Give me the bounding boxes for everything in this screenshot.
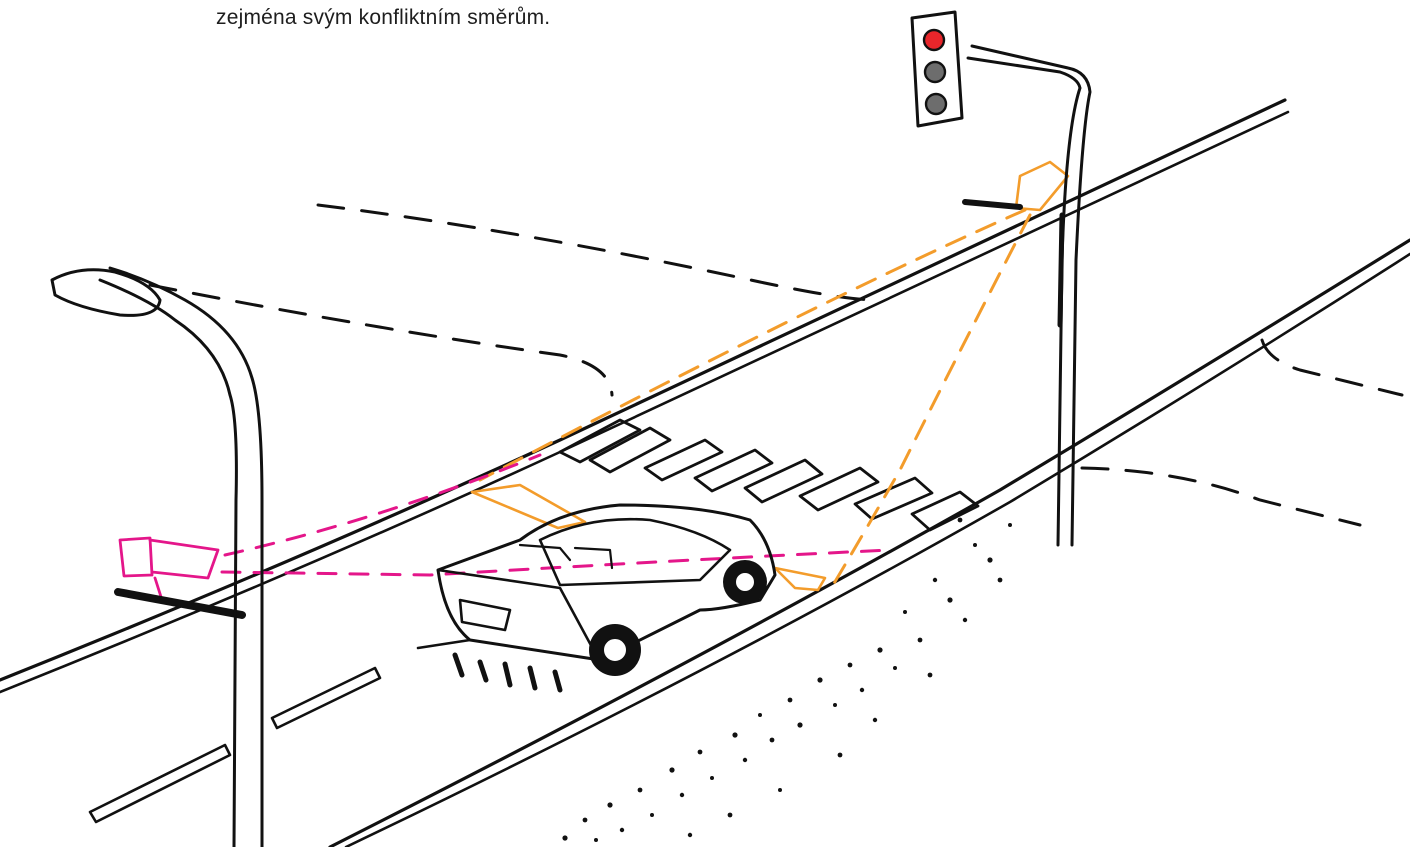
camera-icon — [114, 536, 246, 619]
traffic-light-pole — [962, 44, 1092, 547]
car-icon — [416, 503, 777, 693]
orange-detection-zone — [470, 160, 1070, 592]
lane-markings — [88, 666, 382, 824]
sidewalk-stipple — [562, 517, 1012, 842]
green-lamp-icon — [924, 92, 948, 116]
red-lamp-icon — [922, 28, 946, 52]
traffic-light — [910, 10, 964, 128]
crosswalk — [558, 418, 980, 532]
intersection-dashed-lines — [148, 203, 1404, 527]
street-lamp — [50, 266, 264, 847]
amber-lamp-icon — [923, 60, 947, 84]
magenta-camera-zone — [220, 453, 892, 577]
caption-text: zejména svým konfliktním směrům. — [216, 6, 551, 29]
